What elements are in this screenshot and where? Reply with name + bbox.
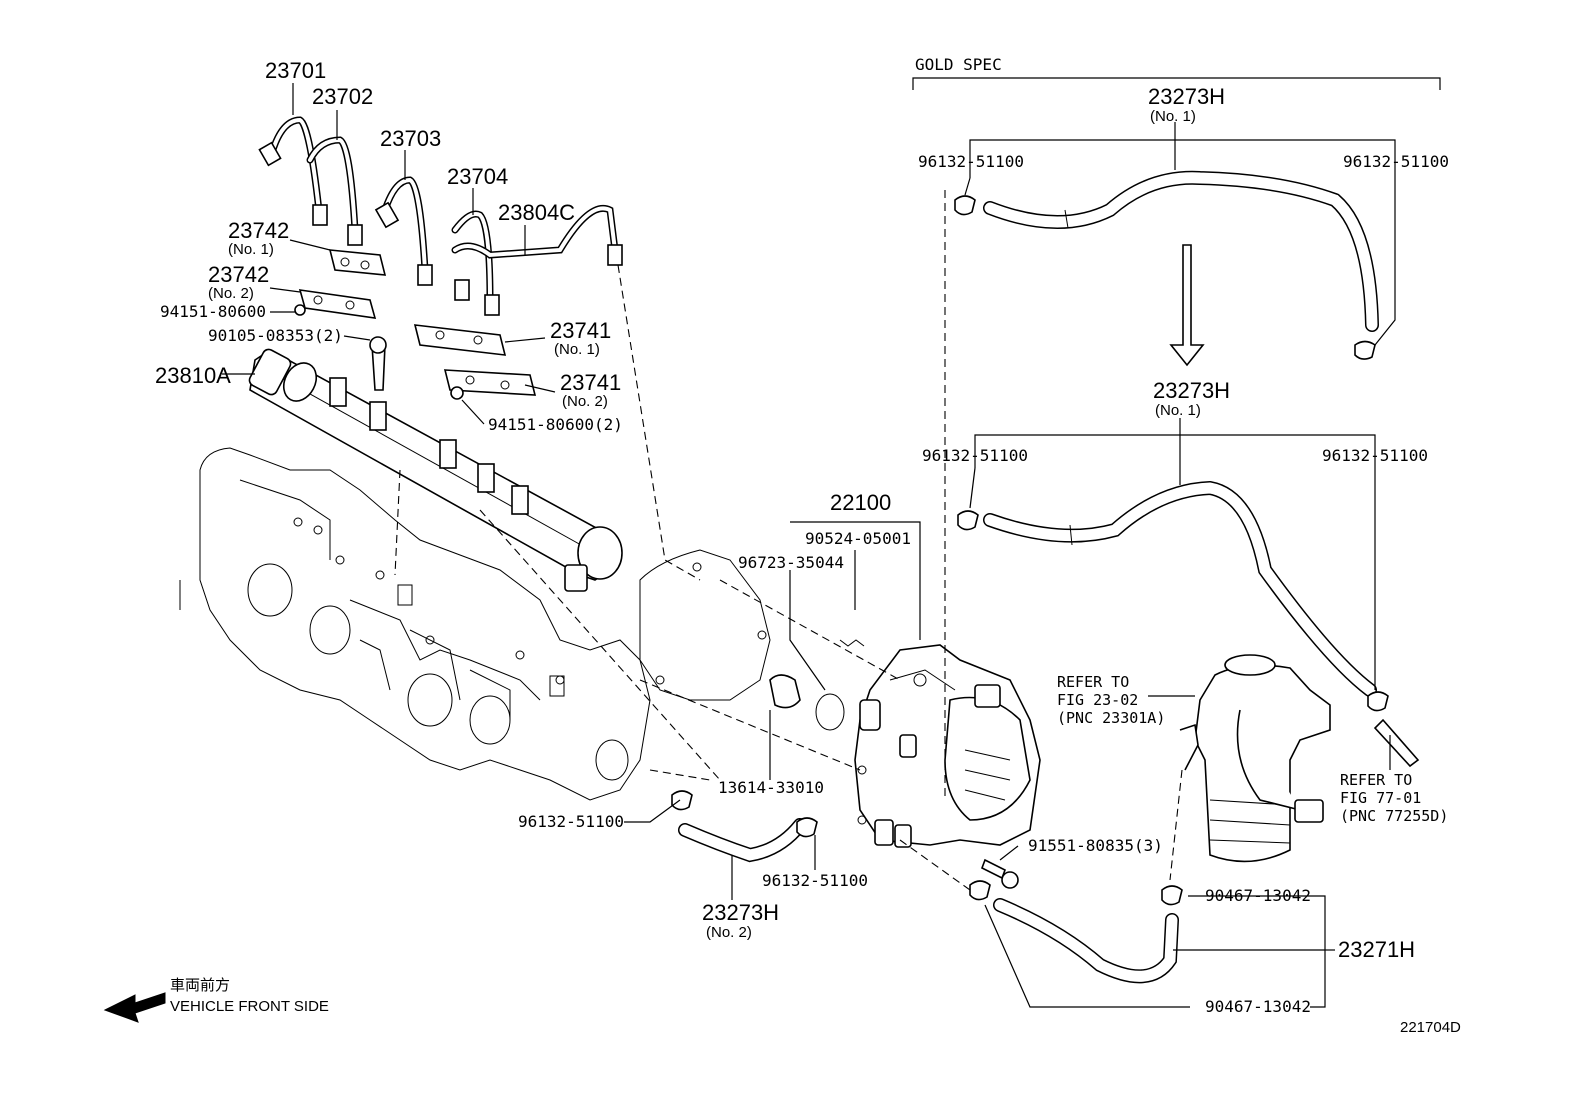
label-96132-51100-bottom: 96132-51100	[762, 871, 868, 890]
label-23742-no2: 23742	[208, 262, 269, 287]
fuel-hoses	[678, 170, 1420, 984]
pipe-clamps	[294, 249, 537, 400]
down-arrow	[1169, 244, 1205, 367]
dashed-lines	[394, 190, 1183, 891]
label-23273h-gold-top: 23273H	[1148, 84, 1225, 109]
hose-clips	[671, 195, 1389, 906]
label-96132-51100-gold-tl: 96132-51100	[918, 152, 1024, 171]
label-22100: 22100	[830, 490, 891, 515]
label-23271h: 23271H	[1338, 937, 1415, 962]
label-23742-no2-sub: (No. 2)	[208, 285, 254, 302]
label-23273h-gold-top-sub: (No. 1)	[1150, 108, 1196, 125]
label-96132-51100-gold-mr: 96132-51100	[1322, 446, 1428, 465]
label-90467-13042-top: 90467-13042	[1205, 886, 1311, 905]
label-23742-no1-sub: (No. 1)	[228, 241, 274, 258]
label-96723-35044: 96723-35044	[738, 553, 844, 572]
refer-note-77-01-line1: REFER TO	[1340, 771, 1412, 789]
supply-pump	[769, 639, 1041, 848]
label-90524-05001: 90524-05001	[805, 529, 911, 548]
part-labels: 23701 23702 23703 23704 23804C 23742 (No…	[155, 55, 1461, 1036]
front-side-label-jp: 車両前方	[170, 976, 230, 994]
label-23273h-gold-mid-sub: (No. 1)	[1155, 402, 1201, 419]
label-23810a: 23810A	[155, 363, 231, 388]
label-91551-80835: 91551-80835(3)	[1028, 836, 1163, 855]
label-23702: 23702	[312, 84, 373, 109]
label-90105-08353: 90105-08353(2)	[208, 326, 343, 345]
refer-note-23-02-line1: REFER TO	[1057, 673, 1129, 691]
label-23701: 23701	[265, 58, 326, 83]
injection-pipes	[258, 116, 623, 316]
engine-block-outline	[179, 447, 771, 801]
leader-lines	[222, 77, 1441, 1008]
label-23273h-no2-sub: (No. 2)	[706, 924, 752, 941]
label-23273h-no2: 23273H	[702, 900, 779, 925]
label-23741-no2: 23741	[560, 370, 621, 395]
label-23741-no1: 23741	[550, 318, 611, 343]
label-23703: 23703	[380, 126, 441, 151]
label-96132-51100-gold-ml: 96132-51100	[922, 446, 1028, 465]
label-96132-51100-left: 96132-51100	[518, 812, 624, 831]
label-94151-80600: 94151-80600	[160, 302, 266, 321]
front-direction-arrow-icon	[103, 992, 166, 1023]
label-23741-no2-sub: (No. 2)	[562, 393, 608, 410]
label-23804c: 23804C	[498, 200, 575, 225]
refer-note-23-02-line3: (PNC 23301A)	[1057, 709, 1165, 727]
rail-ports	[329, 377, 529, 515]
label-23742-no1: 23742	[228, 218, 289, 243]
refer-note-23-02-line2: FIG 23-02	[1057, 691, 1138, 709]
figure-id: 221704D	[1400, 1019, 1461, 1036]
front-side-label-en: VEHICLE FRONT SIDE	[170, 998, 329, 1015]
label-gold-spec: GOLD SPEC	[915, 55, 1002, 74]
label-23704: 23704	[447, 164, 508, 189]
label-23741-no1-sub: (No. 1)	[554, 341, 600, 358]
label-23273h-gold-mid: 23273H	[1153, 378, 1230, 403]
fuel-filter	[1179, 654, 1331, 863]
refer-note-77-01-line3: (PNC 77255D)	[1340, 807, 1448, 825]
label-90467-13042-bottom: 90467-13042	[1205, 997, 1311, 1016]
label-94151-80600-2: 94151-80600(2)	[488, 415, 623, 434]
label-96132-51100-gold-tr: 96132-51100	[1343, 152, 1449, 171]
fuel-rail	[248, 348, 623, 592]
refer-note-77-01-line2: FIG 77-01	[1340, 789, 1421, 807]
label-13614-33010: 13614-33010	[718, 778, 824, 797]
